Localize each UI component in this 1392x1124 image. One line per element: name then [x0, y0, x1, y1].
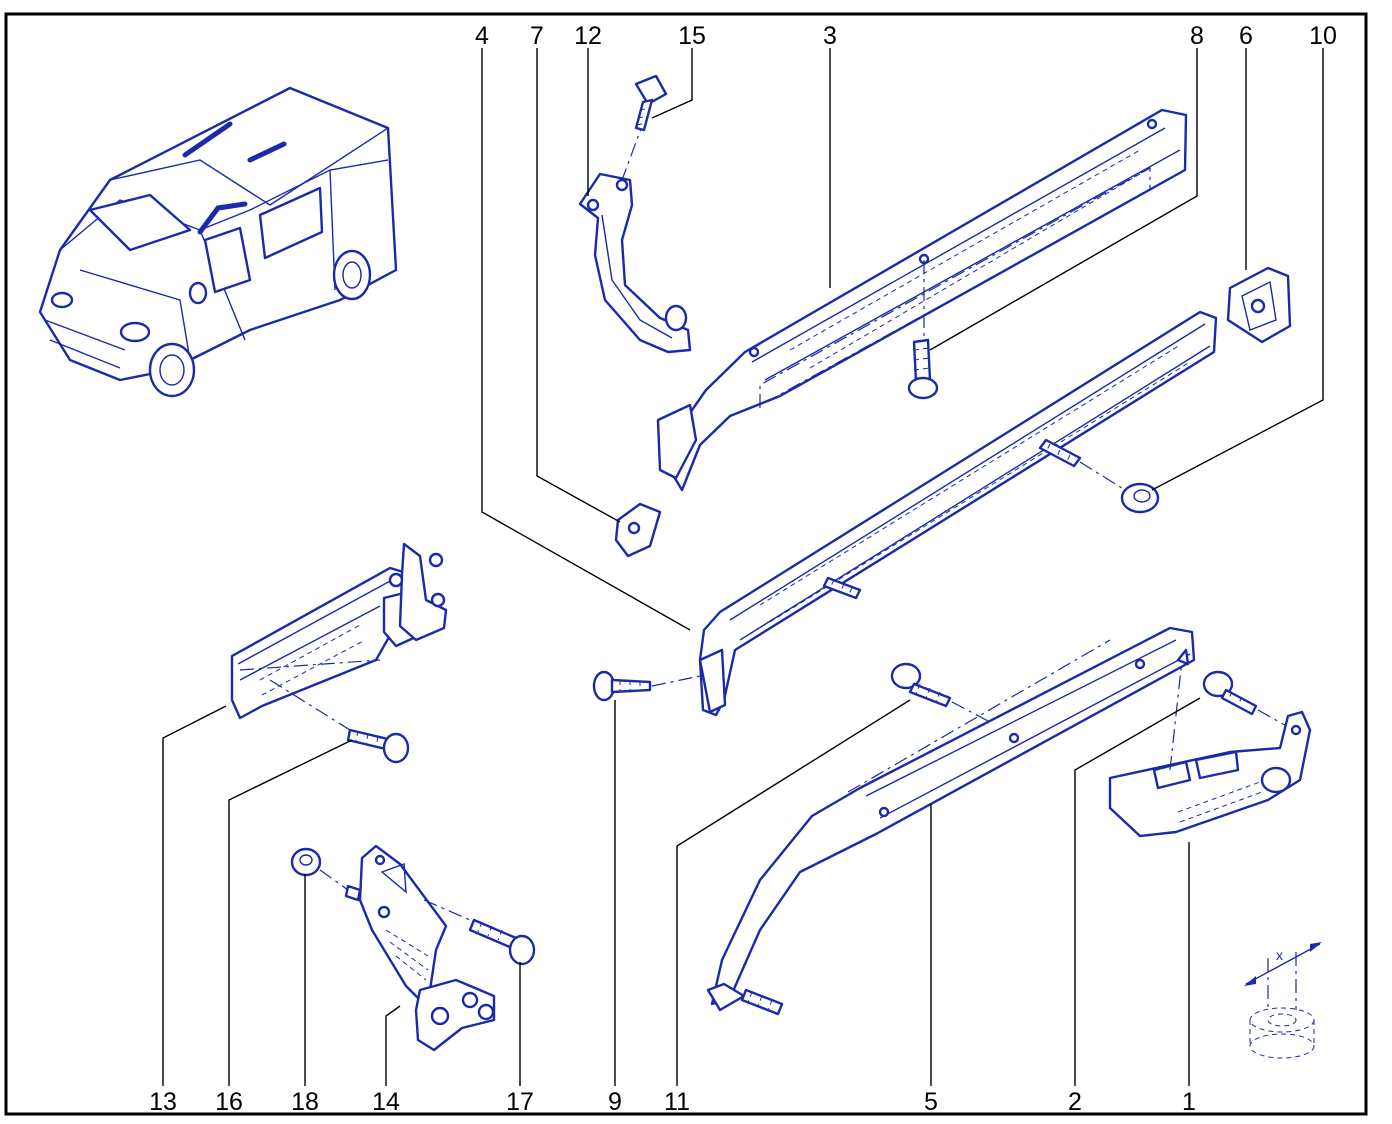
callout-10: 10	[1309, 22, 1337, 50]
callout-2: 2	[1068, 1088, 1082, 1116]
callout-numbers-top: 4 7 12 15 3 8 6 10	[475, 22, 1337, 50]
callout-numbers-bottom: 13 16 18 14 17 9 11 5 2 1	[149, 1088, 1196, 1116]
screw-8	[907, 338, 939, 400]
screw-9	[592, 670, 701, 702]
nut-10	[1038, 438, 1160, 514]
screw-16	[346, 728, 410, 764]
callout-14: 14	[372, 1088, 400, 1116]
callout-5: 5	[924, 1088, 938, 1116]
middle-rail	[698, 310, 1218, 717]
detail-x: x	[1244, 942, 1322, 1059]
callout-16: 16	[215, 1088, 243, 1116]
callout-12: 12	[574, 22, 602, 50]
nut-18	[290, 847, 362, 902]
van-illustration	[38, 86, 398, 398]
screw-17	[423, 899, 536, 966]
diagram-frame	[4, 12, 1368, 1116]
callout-8: 8	[1190, 22, 1204, 50]
callout-15: 15	[678, 22, 706, 50]
screw-15	[634, 74, 668, 132]
callout-17: 17	[506, 1088, 534, 1116]
rail-stud	[822, 576, 862, 600]
callout-9: 9	[608, 1088, 622, 1116]
upper-rail	[656, 108, 1188, 492]
callout-11: 11	[664, 1088, 690, 1116]
screw-11	[890, 662, 991, 723]
callout-6: 6	[1239, 22, 1253, 50]
end-stop-6	[1226, 266, 1292, 344]
lower-bracket-13	[230, 542, 448, 731]
lower-roller-plate-14	[358, 844, 496, 1052]
callout-7: 7	[530, 22, 544, 50]
end-bracket-1	[1108, 648, 1312, 838]
callout-4: 4	[475, 22, 489, 50]
upper-roller-bracket	[578, 117, 692, 354]
callout-3: 3	[823, 22, 837, 50]
lower-rail-5	[706, 626, 1196, 1016]
screw-2	[1202, 670, 1291, 729]
callout-1: 1	[1182, 1088, 1196, 1116]
callout-13: 13	[149, 1088, 177, 1116]
callout-18: 18	[291, 1088, 319, 1116]
leader-lines	[162, 48, 1324, 1086]
dimension-x-label: x	[1276, 947, 1283, 963]
clip-7	[614, 502, 662, 558]
